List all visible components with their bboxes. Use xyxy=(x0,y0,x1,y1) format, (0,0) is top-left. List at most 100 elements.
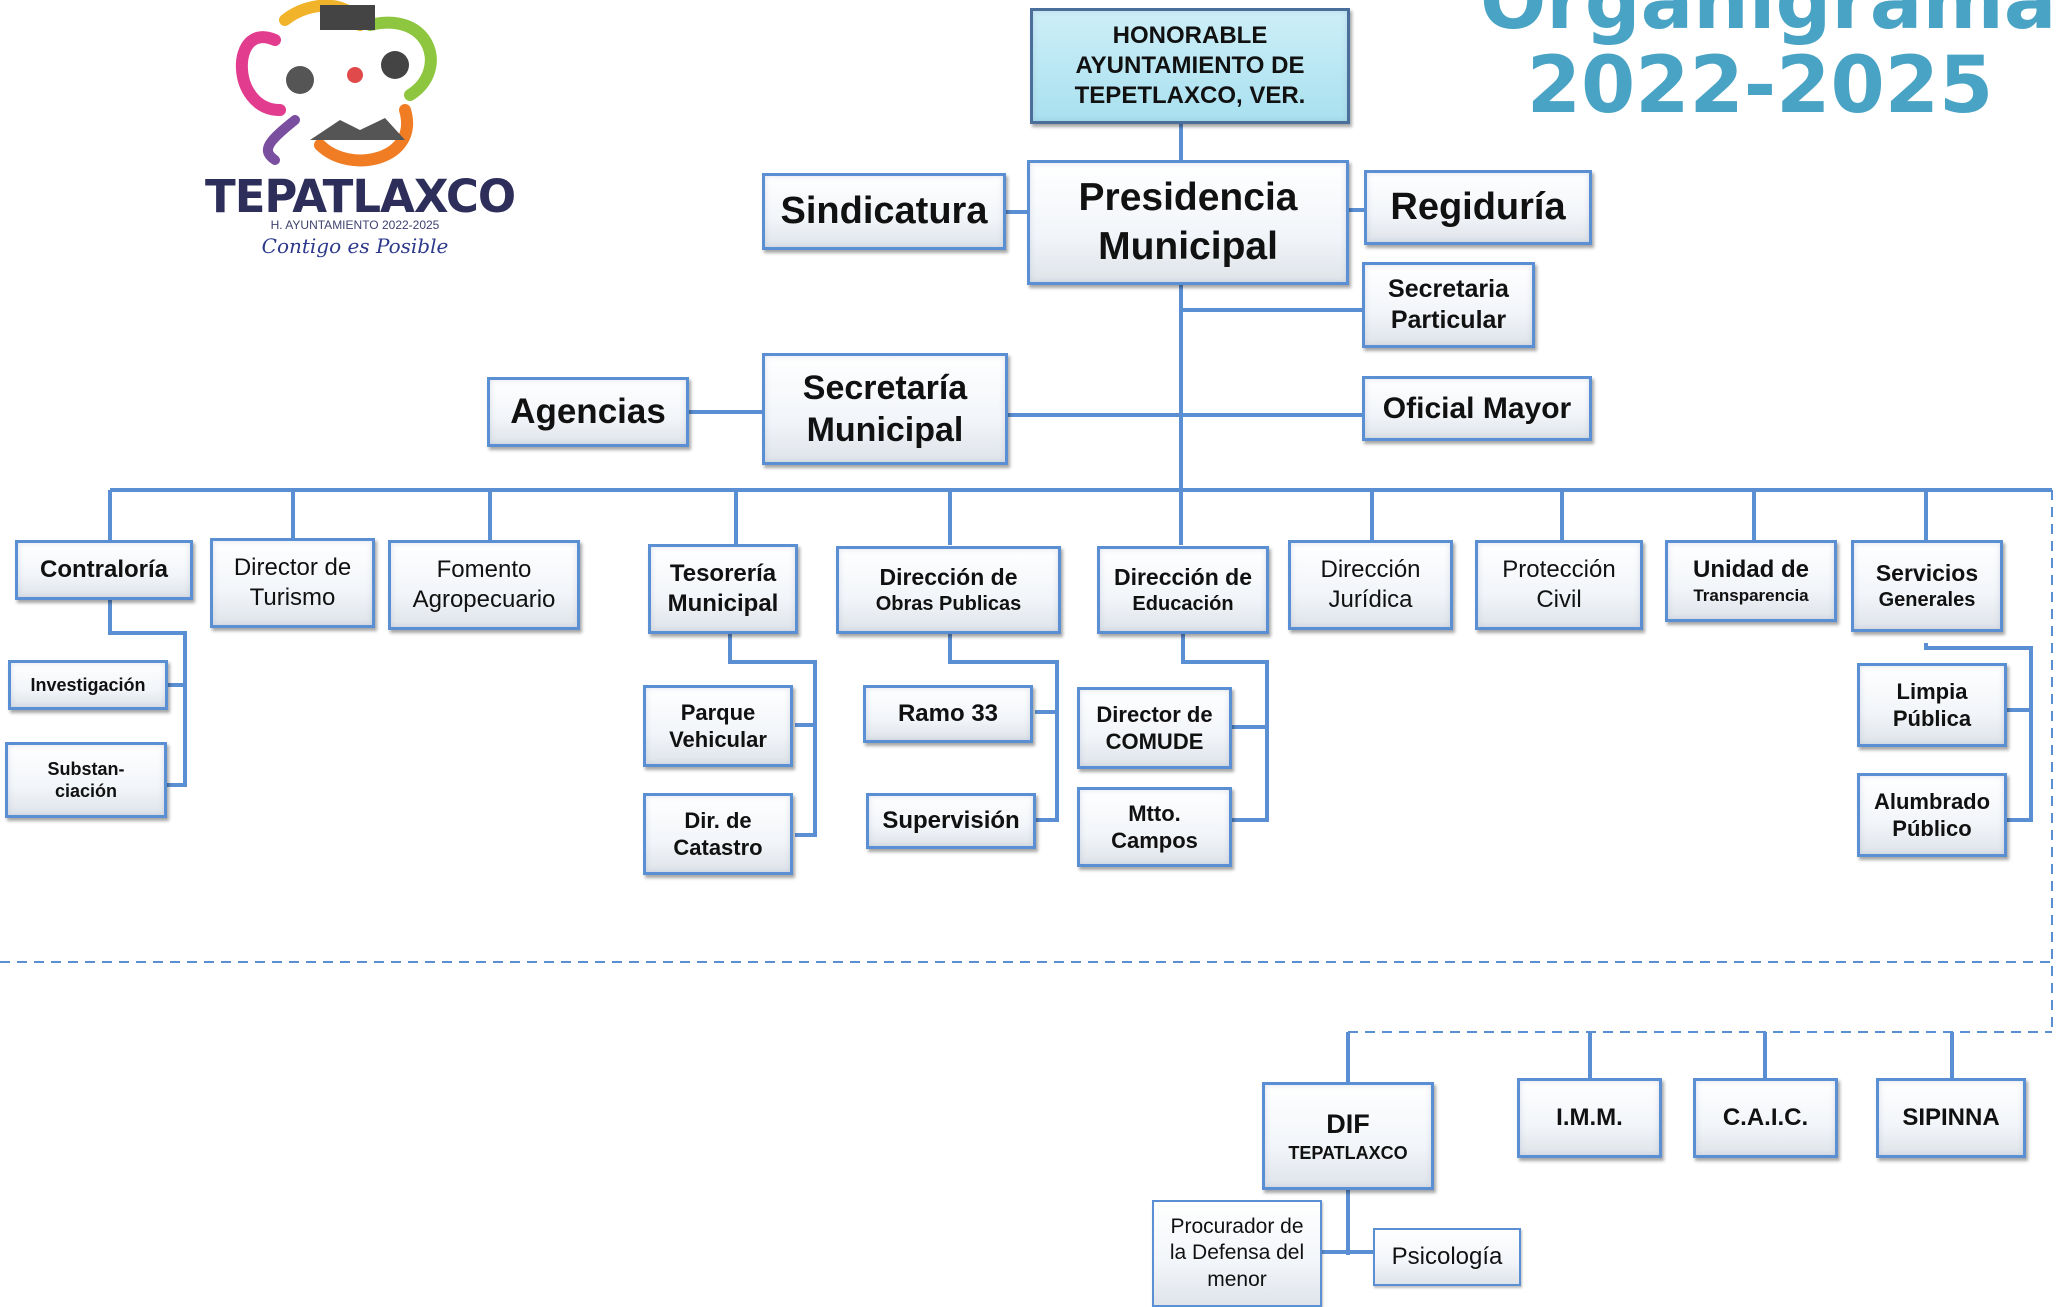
box-tesoreria-municipal-line-2: Municipal xyxy=(667,590,779,617)
box-direccion-juridica-line-2: Jurídica xyxy=(1328,586,1413,613)
box-presidencia-municipal-line-1: Presidencia xyxy=(1078,175,1298,219)
box-servicios-generales-line-2: Generales xyxy=(1878,588,1976,611)
box-secretaria-particular-line-1: Secretaria xyxy=(1388,274,1509,303)
box-alumbrado-publico-line-2: Público xyxy=(1892,816,1972,841)
box-parque-vehicular-line-2: Vehicular xyxy=(669,727,767,752)
box-sipinna[interactable]: SIPINNA xyxy=(1876,1078,2026,1158)
box-limpia-publica-line-1: Limpia xyxy=(1896,678,1968,704)
box-direccion-obras-publicas-line-1: Dirección de xyxy=(879,564,1018,591)
box-proteccion-civil-line-2: Civil xyxy=(1536,586,1582,613)
box-substanciacion[interactable]: Substan-ciación xyxy=(5,742,167,818)
box-unidad-transparencia-line-1: Unidad de xyxy=(1692,556,1809,584)
box-dir-catastro-line-2: Catastro xyxy=(673,835,763,860)
chart-title: Organigrama 2022-2025 xyxy=(1480,0,2056,132)
box-psicologia-line-1: Psicología xyxy=(1391,1243,1503,1270)
municipal-logo-icon xyxy=(235,0,437,167)
box-contraloria-line-1: Contraloría xyxy=(39,556,168,583)
box-caic-line-1: C.A.I.C. xyxy=(1722,1104,1809,1131)
logo-slogan: Contigo es Posible xyxy=(261,234,449,258)
box-dir-catastro-line-1: Dir. de xyxy=(684,807,752,833)
box-oficial-mayor[interactable]: Oficial Mayor xyxy=(1362,376,1592,441)
box-investigacion[interactable]: Investigación xyxy=(8,660,168,710)
box-ramo-33[interactable]: Ramo 33 xyxy=(863,685,1033,743)
box-regiduria[interactable]: Regiduría xyxy=(1364,170,1592,245)
box-direccion-educacion-line-2: Educación xyxy=(1132,592,1234,615)
chart-title-line2: 2022-2025 xyxy=(1526,41,1994,132)
box-secretaria-municipal-line-1: Secretaría xyxy=(802,368,968,407)
box-proteccion-civil-line-1: Protección xyxy=(1502,556,1616,583)
box-fomento-agropecuario-line-2: Agropecuario xyxy=(412,586,556,613)
box-ayuntamiento-line-3: TEPETLAXCO, VER. xyxy=(1074,82,1306,109)
box-oficial-mayor-line-1: Oficial Mayor xyxy=(1382,391,1572,425)
box-direccion-juridica-line-1: Dirección xyxy=(1320,556,1421,583)
box-secretaria-particular-line-2: Particular xyxy=(1390,306,1507,334)
box-parque-vehicular-line-1: Parque xyxy=(680,699,756,725)
box-ayuntamiento[interactable]: HONORABLE AYUNTAMIENTO DE TEPETLAXCO, VER. xyxy=(1030,8,1350,124)
box-secretaria-municipal-line-2: Municipal xyxy=(806,411,964,449)
box-fomento-agropecuario-line-1: Fomento xyxy=(436,556,532,583)
box-investigacion-line-1: Investigación xyxy=(30,674,146,695)
box-caic[interactable]: C.A.I.C. xyxy=(1693,1078,1838,1158)
box-ramo-33-line-1: Ramo 33 xyxy=(897,700,999,727)
box-mtto-campos-line-1: Mtto. xyxy=(1128,800,1181,826)
box-imm-line-1: I.M.M. xyxy=(1556,1104,1623,1131)
box-director-turismo-line-2: Turismo xyxy=(249,584,336,611)
box-substanciacion-line-1: Substan- xyxy=(47,758,125,779)
box-direccion-obras-publicas-line-2: Obras Publicas xyxy=(875,592,1022,615)
box-procurador-defensa-menor-line-1: Procurador de xyxy=(1170,1215,1304,1239)
box-imm[interactable]: I.M.M. xyxy=(1517,1078,1662,1158)
box-mtto-campos[interactable]: Mtto.Campos xyxy=(1077,787,1232,867)
box-regiduria-line-1: Regiduría xyxy=(1390,185,1566,228)
box-sipinna-line-1: SIPINNA xyxy=(1902,1104,2000,1131)
box-servicios-generales-line-1: Servicios xyxy=(1875,560,1979,587)
box-ayuntamiento-line-2: AYUNTAMIENTO DE xyxy=(1075,52,1305,79)
box-sindicatura[interactable]: Sindicatura xyxy=(762,173,1006,250)
box-director-turismo-line-1: Director de xyxy=(233,554,352,581)
box-dif-tepatlaxco-line-1: DIF xyxy=(1326,1108,1370,1139)
box-direccion-educacion-line-1: Dirección de xyxy=(1113,564,1253,591)
building-icon xyxy=(320,5,375,30)
box-procurador-defensa-menor-line-3: menor xyxy=(1207,1267,1267,1291)
box-agencias[interactable]: Agencias xyxy=(487,377,689,447)
box-director-comude-line-1: Director de xyxy=(1096,701,1213,727)
box-dif-tepatlaxco[interactable]: DIF TEPATLAXCO xyxy=(1262,1082,1434,1190)
box-substanciacion-line-2: ciación xyxy=(54,781,118,801)
box-mtto-campos-line-2: Campos xyxy=(1111,828,1198,853)
box-sindicatura-line-1: Sindicatura xyxy=(780,189,988,232)
box-contraloria[interactable]: Contraloría xyxy=(15,540,193,600)
box-psicologia[interactable]: Psicología xyxy=(1373,1228,1521,1286)
box-director-comude-line-2: COMUDE xyxy=(1105,729,1204,754)
box-director-turismo[interactable]: Director de Turismo xyxy=(210,538,375,628)
chart-title-line1: Organigrama xyxy=(1480,0,2056,47)
box-procurador-defensa-menor-line-2: la Defensa del xyxy=(1169,1241,1305,1265)
box-unidad-transparencia-line-2: Transparencia xyxy=(1693,586,1809,606)
box-dif-tepatlaxco-line-2: TEPATLAXCO xyxy=(1288,1142,1408,1163)
box-ayuntamiento-line-1: HONORABLE xyxy=(1112,22,1268,49)
logo-name: TEPATLAXCO xyxy=(205,170,516,223)
box-agencias-line-1: Agencias xyxy=(510,392,666,432)
box-tesoreria-municipal-line-1: Tesorería xyxy=(669,560,777,587)
box-limpia-publica-line-2: Pública xyxy=(1892,706,1972,731)
box-alumbrado-publico-line-1: Alumbrado xyxy=(1873,788,1991,814)
box-supervision[interactable]: Supervisión xyxy=(866,793,1036,849)
box-supervision-line-1: Supervisión xyxy=(882,807,1020,834)
